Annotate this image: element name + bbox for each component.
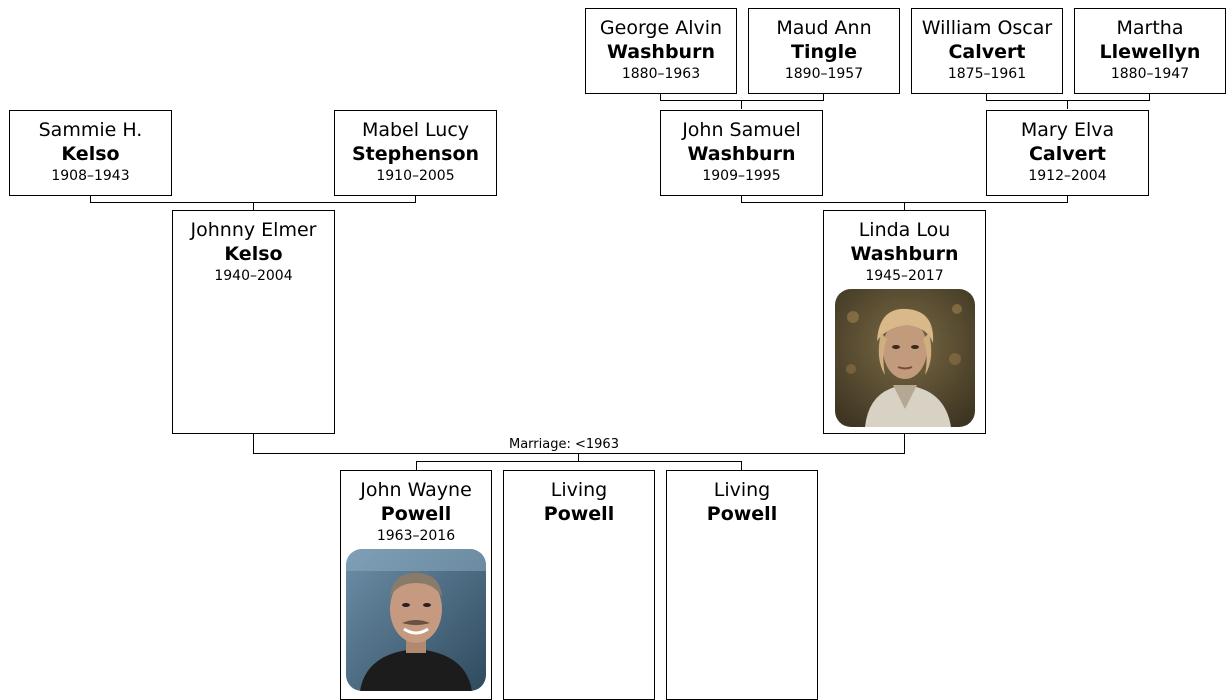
- person-john-samuel-washburn[interactable]: John Samuel Washburn 1909–1995: [660, 110, 823, 196]
- connector-line: [90, 195, 91, 203]
- given-name: William Oscar: [921, 17, 1053, 39]
- given-name: Mabel Lucy: [361, 119, 470, 141]
- surname: Calvert: [1028, 143, 1106, 165]
- surname: Powell: [543, 503, 615, 525]
- connector-line: [904, 202, 905, 211]
- life-years: 1910–2005: [376, 168, 455, 184]
- person-mary-elva-calvert[interactable]: Mary Elva Calvert 1912–2004: [986, 110, 1149, 196]
- given-name: Martha: [1116, 17, 1184, 39]
- person-mabel-lucy-stephenson[interactable]: Mabel Lucy Stephenson 1910–2005: [334, 110, 497, 196]
- connector-line: [416, 461, 417, 470]
- connector-line: [1149, 93, 1150, 101]
- connector-line: [415, 195, 416, 203]
- given-name: Living: [550, 479, 608, 501]
- given-name: Linda Lou: [858, 219, 951, 241]
- connector-line: [416, 461, 742, 462]
- connector-line: [253, 202, 254, 211]
- marriage-label: Marriage: <1963: [509, 437, 619, 452]
- life-years: 1875–1961: [947, 66, 1027, 82]
- surname: Kelso: [61, 143, 120, 165]
- portrait-photo-man[interactable]: [346, 549, 486, 691]
- connector-line: [904, 433, 905, 454]
- given-name: Johnny Elmer: [190, 219, 317, 241]
- connector-line: [1067, 100, 1068, 109]
- portrait-image: [346, 549, 486, 691]
- life-years: 1940–2004: [214, 268, 293, 284]
- connector-line: [578, 453, 579, 462]
- connector-line: [986, 93, 987, 101]
- given-name: John Wayne: [360, 479, 472, 501]
- portrait-photo-woman[interactable]: [834, 289, 975, 427]
- life-years: 1880–1963: [621, 66, 701, 82]
- surname: Washburn: [607, 41, 715, 63]
- person-sammie-h-kelso[interactable]: Sammie H. Kelso 1908–1943: [9, 110, 172, 196]
- surname: Llewellyn: [1099, 41, 1201, 63]
- connector-line: [741, 461, 742, 470]
- person-george-alvin-washburn[interactable]: George Alvin Washburn 1880–1963: [585, 8, 737, 94]
- life-years: 1880–1947: [1110, 66, 1190, 82]
- connector-line: [253, 433, 254, 454]
- connector-line: [253, 453, 905, 454]
- given-name: Living: [713, 479, 771, 501]
- given-name: John Samuel: [682, 119, 801, 141]
- connector-line: [741, 195, 742, 203]
- surname: Calvert: [948, 41, 1026, 63]
- life-years: 1908–1943: [51, 168, 130, 184]
- connector-line: [1067, 195, 1068, 203]
- surname: Powell: [706, 503, 778, 525]
- person-living-powell[interactable]: Living Powell: [666, 470, 818, 700]
- given-name: Mary Elva: [1020, 119, 1115, 141]
- person-william-oscar-calvert[interactable]: William Oscar Calvert 1875–1961: [911, 8, 1063, 94]
- given-name: Maud Ann: [776, 17, 872, 39]
- person-johnny-elmer-kelso[interactable]: Johnny Elmer Kelso 1940–2004: [172, 210, 335, 434]
- person-martha-llewellyn[interactable]: Martha Llewellyn 1880–1947: [1074, 8, 1226, 94]
- person-john-wayne-powell[interactable]: John Wayne Powell 1963–2016: [340, 470, 492, 700]
- connector-line: [741, 100, 742, 109]
- person-linda-lou-washburn[interactable]: Linda Lou Washburn 1945–2017: [823, 210, 986, 434]
- portrait-image: [834, 289, 975, 427]
- surname: Tingle: [791, 41, 857, 63]
- person-living-powell[interactable]: Living Powell: [503, 470, 655, 700]
- life-years: 1945–2017: [865, 268, 944, 284]
- surname: Stephenson: [351, 143, 480, 165]
- connector-line: [660, 100, 824, 101]
- life-years: 1963–2016: [376, 528, 456, 544]
- person-maud-ann-tingle[interactable]: Maud Ann Tingle 1890–1957: [748, 8, 900, 94]
- life-years: 1890–1957: [784, 66, 864, 82]
- surname: Powell: [380, 503, 452, 525]
- surname: Kelso: [224, 243, 283, 265]
- life-years: 1912–2004: [1028, 168, 1107, 184]
- given-name: George Alvin: [599, 17, 723, 39]
- given-name: Sammie H.: [38, 119, 143, 141]
- life-years: 1909–1995: [702, 168, 781, 184]
- connector-line: [823, 93, 824, 101]
- surname: Washburn: [687, 143, 796, 165]
- connector-line: [986, 100, 1150, 101]
- surname: Washburn: [850, 243, 959, 265]
- connector-line: [660, 93, 661, 101]
